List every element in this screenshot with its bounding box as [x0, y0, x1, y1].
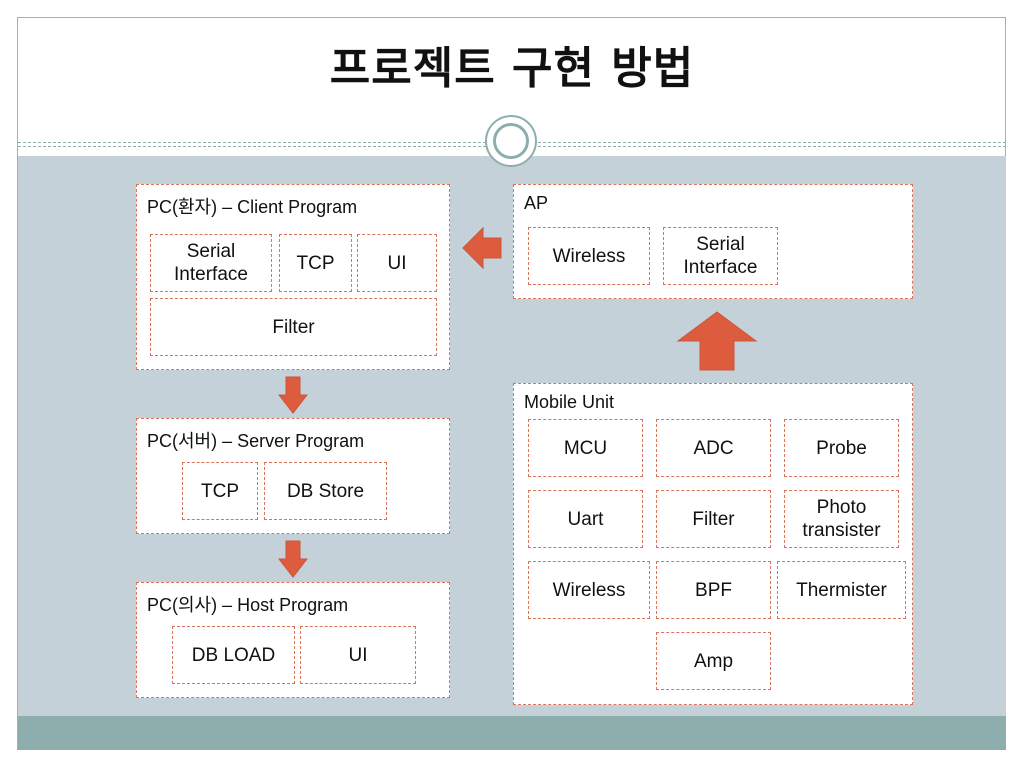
server-panel: PC(서버) – Server Program TCP DB Store [136, 418, 450, 534]
probe-box: Probe [784, 419, 899, 477]
mobile-filter-box: Filter [656, 490, 771, 548]
server-db-store-box: DB Store [264, 462, 387, 520]
server-tcp-box: TCP [182, 462, 258, 520]
footer-band [18, 716, 1006, 750]
client-tcp-box: TCP [279, 234, 352, 292]
host-db-load-box: DB LOAD [172, 626, 295, 684]
ring-ornament [485, 115, 537, 167]
mcu-box: MCU [528, 419, 643, 477]
client-ui-box: UI [357, 234, 437, 292]
client-panel: PC(환자) – Client Program Serial Interface… [136, 184, 450, 370]
amp-box: Amp [656, 632, 771, 690]
ap-wireless-box: Wireless [528, 227, 650, 285]
mobile-unit-panel: Mobile Unit MCU ADC Probe Uart Filter Ph… [513, 383, 913, 705]
arrow-up-mobile-to-ap [676, 311, 758, 371]
ap-panel-title: AP [524, 193, 549, 213]
adc-box: ADC [656, 419, 771, 477]
server-panel-title: PC(서버) – Server Program [147, 431, 365, 451]
bpf-box: BPF [656, 561, 771, 619]
arrow-down-server-to-host [278, 540, 308, 578]
photo-transister-box: Photo transister [784, 490, 899, 548]
host-ui-box: UI [300, 626, 416, 684]
thermister-box: Thermister [777, 561, 906, 619]
ring-inner [493, 123, 529, 159]
client-panel-title: PC(환자) – Client Program [147, 197, 358, 217]
uart-box: Uart [528, 490, 643, 548]
ap-serial-interface-box: Serial Interface [663, 227, 778, 285]
arrow-left-ap-to-client [462, 226, 502, 270]
client-serial-interface-box: Serial Interface [150, 234, 272, 292]
page-title: 프로젝트 구현 방법 [329, 43, 695, 94]
mobile-unit-panel-title: Mobile Unit [524, 392, 615, 412]
mobile-wireless-box: Wireless [528, 561, 650, 619]
ap-panel: AP Wireless Serial Interface [513, 184, 913, 299]
arrow-down-client-to-server [278, 376, 308, 414]
host-panel-title: PC(의사) – Host Program [147, 595, 349, 615]
client-filter-box: Filter [150, 298, 437, 356]
host-panel: PC(의사) – Host Program DB LOAD UI [136, 582, 450, 698]
